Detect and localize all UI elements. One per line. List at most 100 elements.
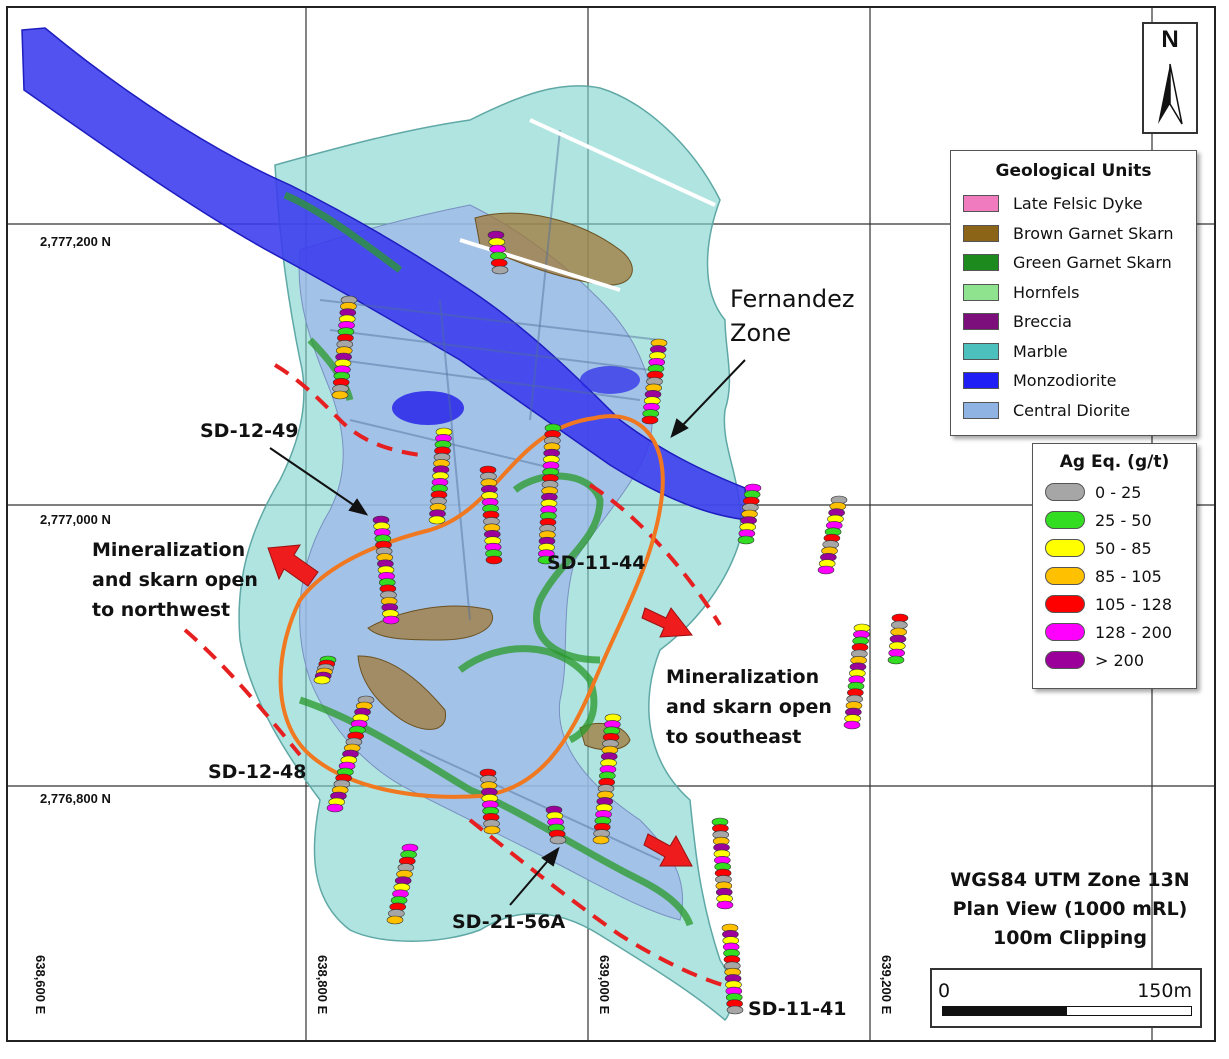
grade-legend-row: 0 - 25 (1045, 478, 1196, 506)
north-arrow: N (1142, 22, 1198, 134)
grade-legend-label: 0 - 25 (1095, 482, 1142, 502)
fault-plane-7 (529, 129, 561, 421)
geology-legend-label: Late Felsic Dyke (1013, 194, 1143, 214)
hole-label-sd-12-49: SD-12-49 (200, 420, 299, 442)
geology-legend-row: Marble (963, 337, 1196, 367)
geology-legend-row: Central Diorite (963, 396, 1196, 426)
hole-label-sd-11-41: SD-11-41 (748, 998, 847, 1020)
arrow-southeast-2 (643, 833, 693, 867)
drill-hole-disc (491, 265, 509, 275)
green-garnet-skarn (283, 191, 694, 927)
fault-plane-2 (329, 329, 651, 371)
pointer-lines (269, 359, 746, 906)
geology-legend-swatch (963, 224, 999, 242)
white-fault-2 (459, 238, 621, 292)
projection-line2: Plan View (1000 mRL) (952, 898, 1188, 920)
fault-plane-5 (419, 749, 661, 861)
callout-northwest-line1: Mineralization (92, 539, 246, 561)
brown-skarn-lens-1 (474, 212, 633, 286)
grade-legend-label: 50 - 85 (1095, 538, 1152, 558)
brown-skarn-lens-2 (367, 605, 493, 641)
grade-legend-row: > 200 (1045, 646, 1196, 674)
monzodiorite-pod (392, 391, 464, 425)
easting-label-4: 639,200 E (879, 955, 894, 1015)
geology-legend-row: Late Felsic Dyke (963, 189, 1196, 219)
green-skarn-shell-3 (298, 696, 694, 927)
zone-label-line1: Fernandez (730, 285, 855, 313)
easting-label-1: 638,600 E (33, 955, 48, 1015)
drill-hole-disc (382, 615, 400, 625)
northing-label-2: 2,777,000 N (40, 512, 111, 527)
drill-hole-disc (817, 565, 835, 575)
drill-hole-disc (641, 415, 659, 425)
grade-legend-swatch (1045, 651, 1085, 669)
red-fault-4 (468, 818, 741, 992)
red-fault-2 (183, 628, 302, 757)
arrow-southeast-1 (641, 607, 693, 638)
white-fault-1 (529, 118, 716, 207)
north-arrow-icon (1158, 63, 1183, 125)
pointer-sd-12-49 (269, 447, 359, 509)
grade-legend-swatch (1045, 623, 1085, 641)
zone-label-line2: Zone (730, 319, 792, 347)
northing-label-3: 2,776,800 N (40, 791, 111, 806)
drill-hole-disc (483, 825, 501, 835)
geology-legend-label: Marble (1013, 341, 1068, 361)
fernandez-zone-label: Fernandez Zone (730, 282, 854, 350)
grade-legend-title: Ag Eq. (g/t) (1059, 452, 1170, 472)
callout-southeast-line1: Mineralization (666, 666, 820, 688)
grade-legend-swatch (1045, 567, 1085, 585)
arrow-northwest (267, 544, 319, 587)
drill-hole-disc (428, 515, 446, 525)
geology-legend-swatch (963, 342, 999, 360)
callout-southeast: Mineralization and skarn open to southea… (666, 662, 832, 752)
pointer-sd-21-56a-head (541, 846, 560, 867)
callout-northwest-line3: to northwest (92, 599, 231, 621)
grade-legend-swatch (1045, 483, 1085, 501)
callout-northwest: Mineralization and skarn open to northwe… (92, 535, 258, 625)
geology-legend-label: Central Diorite (1013, 400, 1131, 420)
drill-hole-disc (537, 555, 555, 565)
pointer-fernandez-head (670, 418, 689, 439)
green-skarn-shell-4 (283, 191, 403, 273)
pointer-sd-12-49-head (348, 498, 369, 516)
fault-planes (319, 129, 661, 861)
geology-legend-swatch (963, 254, 999, 272)
drill-holes (313, 230, 909, 1015)
drill-hole-disc (592, 835, 610, 845)
easting-label-2: 638,800 E (315, 955, 330, 1015)
geological-legend-title: Geological Units (995, 161, 1152, 181)
grade-legend-label: > 200 (1095, 650, 1145, 670)
north-letter: N (1161, 26, 1179, 53)
grade-legend-label: 128 - 200 (1095, 622, 1173, 642)
green-skarn-shell-1 (512, 472, 604, 664)
geology-legend-row: Breccia (963, 307, 1196, 337)
geology-legend-swatch (963, 313, 999, 331)
geology-legend-row: Brown Garnet Skarn (963, 219, 1196, 249)
red-fault-3 (588, 483, 722, 627)
drill-hole-disc (843, 720, 861, 730)
white-fault-traces (459, 118, 716, 292)
geology-legend-swatch (963, 195, 999, 213)
geology-legend-swatch (963, 372, 999, 390)
red-dashed-faults (183, 363, 741, 992)
drill-hole-disc (549, 835, 567, 845)
drill-hole-disc (716, 900, 734, 910)
grade-legend-label: 85 - 105 (1095, 566, 1162, 586)
fernandez-zone-outline (278, 414, 665, 799)
fault-plane-3 (339, 359, 641, 401)
grade-legend-row: 128 - 200 (1045, 618, 1196, 646)
drill-hole-disc (313, 675, 331, 685)
grade-legend-swatch (1045, 595, 1085, 613)
scale-bar-graphic (942, 1006, 1192, 1016)
scale-end-label: 150m (1137, 980, 1192, 1002)
hole-label-sd-12-48: SD-12-48 (208, 761, 307, 783)
fault-plane-6 (439, 299, 471, 621)
direction-arrows (267, 544, 693, 867)
drill-hole-disc (737, 535, 755, 545)
geology-legend-label: Brown Garnet Skarn (1013, 223, 1174, 243)
grade-legend-row: 25 - 50 (1045, 506, 1196, 534)
